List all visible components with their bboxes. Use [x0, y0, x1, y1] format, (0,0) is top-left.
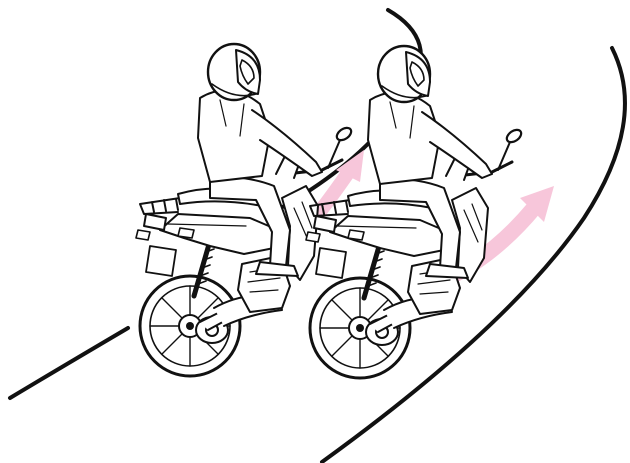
rider-right — [306, 46, 523, 378]
road-curve-outer — [320, 46, 627, 463]
arrowhead-left — [336, 150, 364, 182]
arrow-left — [312, 150, 364, 219]
motorcycle-icon — [306, 46, 523, 378]
road-curve-inner-tail — [8, 326, 130, 400]
arrowhead-right — [520, 186, 554, 222]
